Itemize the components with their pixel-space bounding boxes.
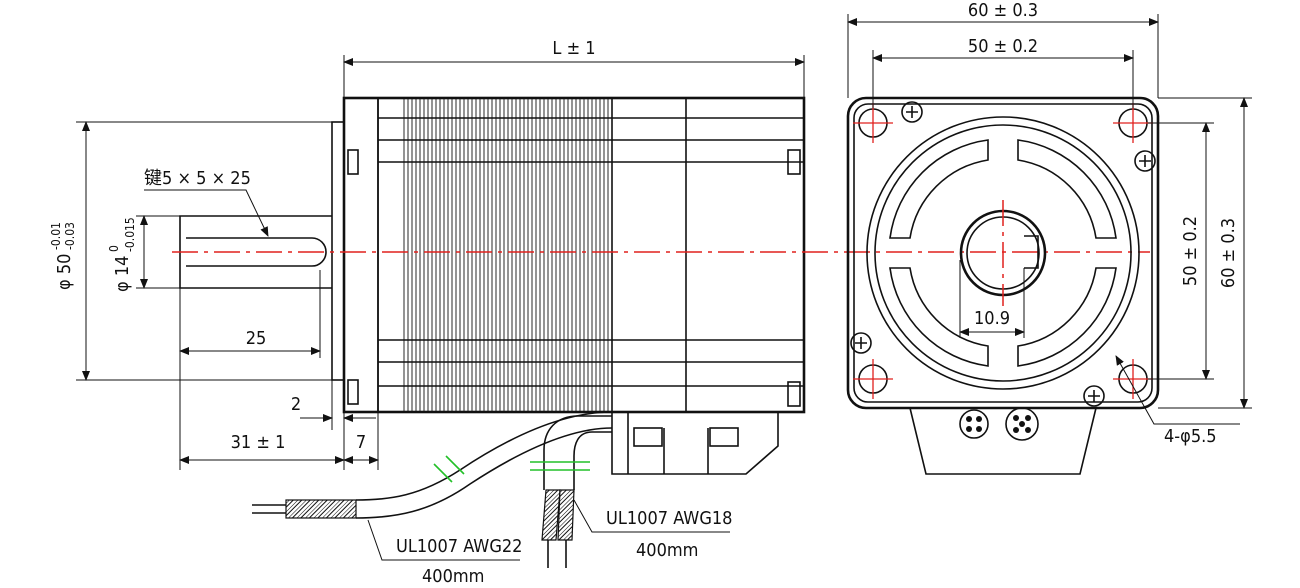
cable2-spec: UL1007 AWG18 (606, 508, 732, 529)
cable1-leader (367, 519, 520, 561)
lamination-stack (377, 97, 804, 413)
front-cap (343, 97, 379, 413)
total-shaft-label: 31 ± 1 (231, 432, 286, 453)
shaft-dia-label: φ 14 (112, 256, 133, 292)
screws (850, 101, 1156, 407)
cable2-braid-b (557, 489, 575, 541)
shaft-tol-lower: -0.015 (123, 217, 137, 252)
rear-notch-bottom (787, 381, 801, 407)
length-label: L ± 1 (552, 38, 595, 59)
pilot-len-label: 7 (356, 432, 366, 453)
outer-width-label: 60 ± 0.3 (968, 0, 1038, 21)
flat-label: 10.9 (974, 308, 1010, 329)
holes-leader (1115, 355, 1240, 425)
front-face (846, 96, 1160, 410)
cable1-break-a (433, 463, 453, 483)
cable1-length: 400mm (422, 566, 484, 587)
front-view: 10.9 60 ± 0.3 (846, 0, 1252, 475)
face-outer-ring (866, 116, 1140, 390)
arc-slots (889, 139, 1117, 367)
pilot-tol-upper: -0.01 (49, 222, 63, 250)
holes-label: 4-φ5.5 (1164, 426, 1217, 447)
pilot-dia-label: φ 50 (54, 254, 75, 290)
cable2-leader (573, 499, 730, 533)
keyway (186, 237, 327, 267)
connector-pin-a (633, 427, 663, 447)
connector-pin-b (709, 427, 739, 447)
key-leader (144, 189, 269, 237)
cable1-spec: UL1007 AWG22 (396, 536, 522, 557)
cable2-length: 400mm (636, 540, 698, 561)
front-cap-notch-bottom (347, 379, 359, 405)
shaft-len-label: 25 (246, 328, 267, 349)
connector-housing (611, 412, 779, 475)
pilot-tol-lower: -0.03 (63, 222, 77, 250)
cable2-right (573, 431, 612, 490)
shaft-flat (1024, 235, 1039, 269)
mount-holes (853, 103, 1153, 399)
bolt-v-label: 50 ± 0.2 (1180, 216, 1201, 286)
key-label: 键5 × 5 × 25 (144, 168, 251, 189)
front-connector (909, 407, 1097, 475)
cable1-braid (285, 499, 357, 519)
shaft-tol-upper: 0 (107, 245, 121, 252)
cable2-left (543, 415, 612, 490)
outer-height-label: 60 ± 0.3 (1218, 218, 1239, 288)
flange-label: 2 (291, 394, 301, 415)
rear-notch-top (787, 149, 801, 175)
side-view: L ± 1 键5 × 5 × 25 φ 50 -0.01 -0.03 φ 14 … (49, 38, 1150, 475)
cables: UL1007 AWG22 400mm UL1007 AWG18 400mm (252, 411, 732, 587)
cable2-braid-a (541, 489, 561, 541)
motor-body (342, 96, 806, 414)
cable1-bottom (355, 427, 613, 519)
face-ring-2 (874, 124, 1132, 382)
pilot-boss (331, 121, 345, 381)
connector-port-a (959, 409, 989, 439)
front-face-inner (853, 103, 1153, 403)
cable1-break-b (445, 455, 465, 475)
connector-port-b (1005, 407, 1039, 441)
front-cap-notch-top (347, 149, 359, 175)
bolt-h-label: 50 ± 0.2 (968, 36, 1038, 57)
